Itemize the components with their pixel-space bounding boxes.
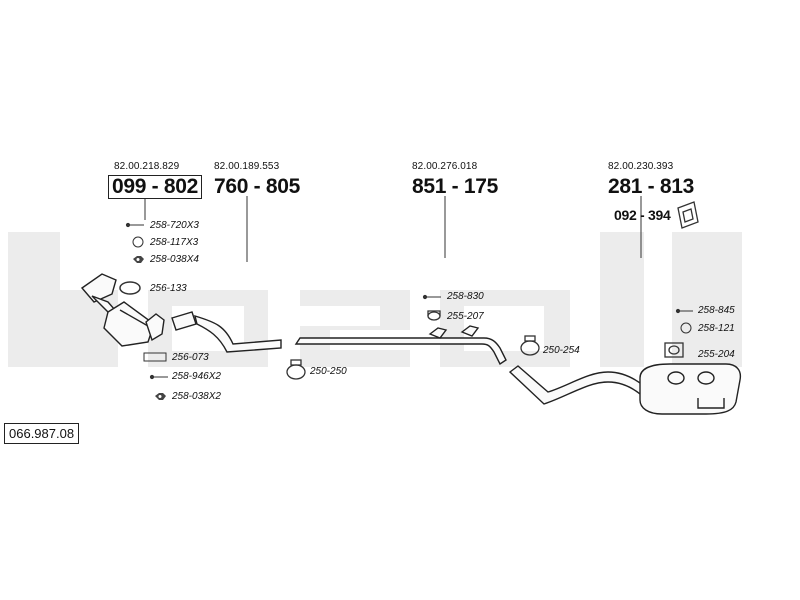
diagram-code: 066.987.08 (4, 423, 80, 444)
oem-number: 82.00.276.018 (412, 161, 478, 172)
bolt-icon (675, 308, 693, 314)
sub-part-number: 258-720X3 (150, 220, 199, 231)
oem-number: 82.00.230.393 (608, 161, 674, 172)
gasket-plate-icon (143, 352, 167, 362)
sub-part-number: 258-121 (698, 323, 735, 334)
sub-part-number: 255-204 (698, 349, 735, 360)
bolt-icon (422, 294, 441, 300)
sub-part-number: 250-250 (310, 366, 347, 377)
rear-muffler (508, 363, 742, 415)
nut-icon (133, 256, 144, 263)
leader-lines (144, 196, 642, 262)
intermediate-pipe (171, 311, 282, 353)
gasket-ring-icon (132, 236, 144, 248)
part-number: 851 - 175 (412, 175, 499, 198)
sealing-ring-icon (119, 281, 141, 295)
sub-part-number: 256-073 (172, 352, 209, 363)
oem-number: 82.00.189.553 (214, 161, 280, 172)
sub-part-number: 258-038X2 (172, 391, 221, 402)
sub-part-number: 258-845 (698, 305, 735, 316)
part-number: 760 - 805 (214, 175, 301, 198)
part-number: 281 - 813 (608, 175, 695, 198)
oem-number: 82.00.218.829 (114, 161, 180, 172)
gasket-ring-icon (680, 322, 692, 334)
bolt-icon (125, 222, 144, 228)
clamp-icon (286, 359, 306, 380)
bracket-part-number: 092 - 394 (614, 207, 671, 223)
sub-part-number: 258-946X2 (172, 371, 221, 382)
bolt-icon (149, 374, 168, 380)
nut-icon (155, 393, 166, 400)
catalytic-converter (80, 273, 165, 347)
sub-part-number: 258-830 (447, 291, 484, 302)
rubber-mount-icon (427, 310, 441, 321)
clamp-icon (520, 335, 540, 356)
center-pipe (294, 325, 507, 366)
sub-part-number: 258-117X3 (150, 237, 199, 248)
sub-part-number: 250-254 (543, 345, 580, 356)
mounting-bracket-icon (677, 201, 699, 229)
hanger-bracket-icon (664, 342, 684, 358)
part-number: 099 - 802 (108, 175, 203, 199)
sub-part-number: 256-133 (150, 283, 187, 294)
sub-part-number: 258-038X4 (150, 254, 199, 265)
sub-part-number: 255-207 (447, 311, 484, 322)
